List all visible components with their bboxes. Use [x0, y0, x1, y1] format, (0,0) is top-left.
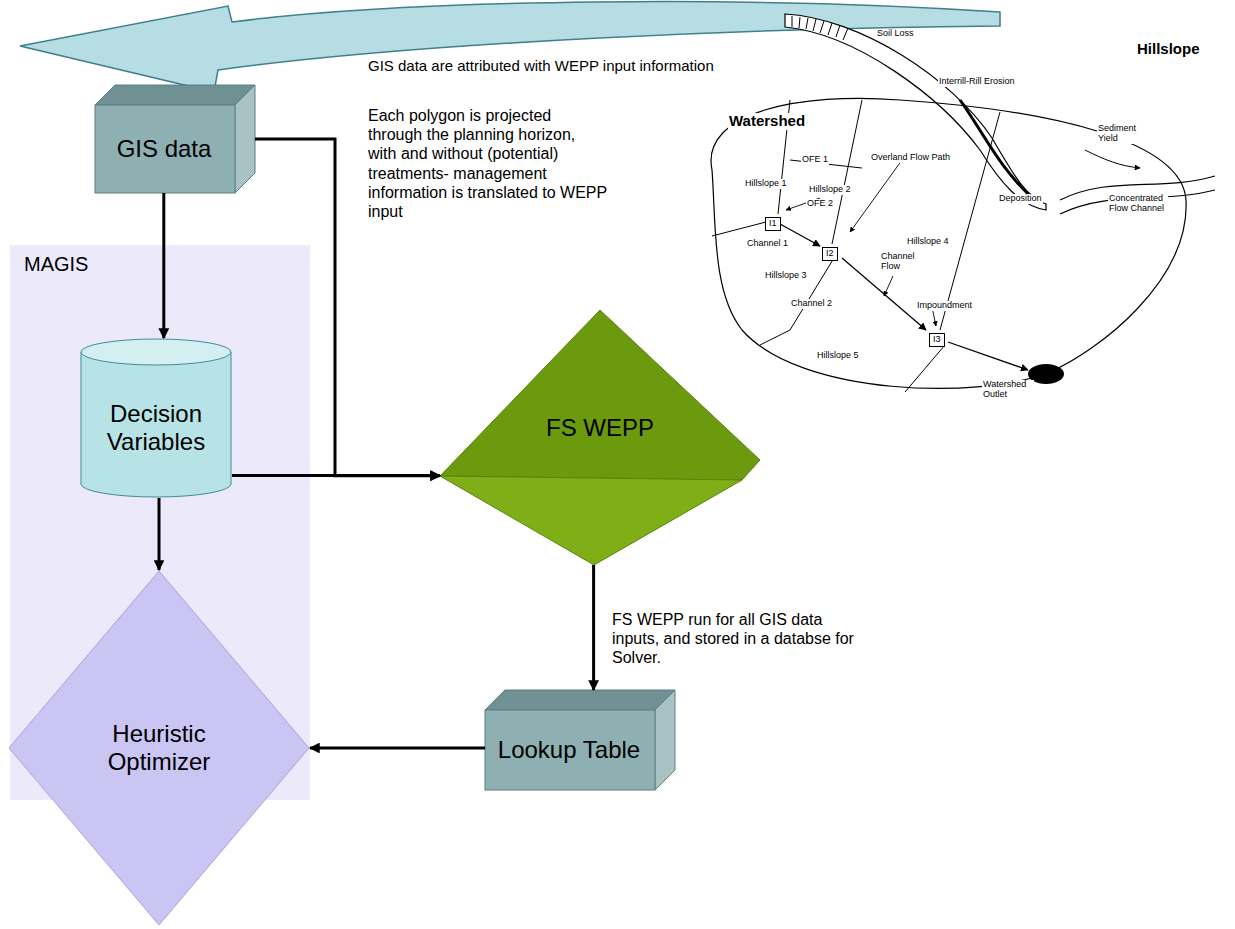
figure-label: Deposition: [998, 194, 1043, 204]
note-text: FS WEPP run for all GIS data inputs, and…: [612, 610, 857, 668]
flow-arrow: [592, 565, 595, 690]
label-holder: Interrill-Rill Erosion: [938, 70, 1058, 88]
label-holder: Soil Loss: [876, 22, 936, 40]
figure-title: Hillslope: [1136, 41, 1201, 58]
figure-label: Concentrated Flow Channel: [1108, 194, 1168, 214]
figure-label: OFE 1: [801, 155, 829, 165]
label-holder: Hillslope 4: [906, 230, 961, 248]
note-text: GIS data are attributed with WEPP input …: [368, 57, 838, 75]
figure-label: Watershed Outlet: [982, 380, 1034, 400]
label-holder: Concentrated Flow Channel: [1108, 194, 1168, 215]
watershed-outline: [711, 98, 1186, 388]
figure-label: Hillslope 4: [906, 237, 950, 247]
label-holder: FS WEPP run for all GIS data inputs, and…: [612, 610, 857, 668]
figure-label: Hillslope 1: [744, 179, 788, 189]
label-holder: Channel 1: [746, 232, 801, 250]
flow-arrow: [310, 747, 485, 750]
label-holder: Hillslope 1: [744, 172, 799, 190]
label-holder: Hillslope 5: [816, 344, 871, 362]
label-holder: Hillslope 2: [808, 178, 863, 196]
channels: [780, 224, 1028, 370]
junction-box: I1: [765, 217, 781, 231]
database-cylinder: Decision Variables: [80, 338, 232, 498]
flow-arrow: [255, 139, 440, 476]
sediment-arrow: [1085, 150, 1140, 168]
model-diamond: FS WEPP: [440, 310, 760, 565]
label-holder: OFE 1: [801, 148, 841, 166]
label-holder: Watershed: [728, 112, 818, 130]
note-text: Each polygon is projected through the pl…: [368, 106, 608, 221]
figure-label: Channel 1: [746, 239, 789, 249]
label-holder: Hillslope 3: [764, 264, 819, 282]
label-holder: Hillslope: [1136, 40, 1226, 58]
hillslope-profile: [785, 14, 1046, 210]
channel-bank: [1060, 190, 1215, 214]
data-box: GIS data: [95, 85, 255, 193]
node-label: FS WEPP: [546, 414, 654, 442]
figure-label: Channel 2: [790, 299, 833, 309]
label-holder: Deposition: [998, 187, 1058, 205]
figure-label: Hillslope 2: [808, 185, 852, 195]
junction-box: I3: [929, 333, 945, 347]
junction-box: I2: [822, 247, 838, 261]
label-holder: I1: [765, 212, 795, 231]
figure-label: Hillslope 3: [764, 271, 808, 281]
figure-label: Hillslope 5: [816, 351, 860, 361]
label-holder: Channel Flow: [880, 252, 914, 273]
flow-arrow: [162, 193, 165, 338]
label-holder: Overland Flow Path: [870, 146, 970, 164]
hillslope-boundaries: [712, 100, 1000, 392]
node-label: Lookup Table: [498, 736, 640, 764]
label-holder: Channel 2: [790, 292, 845, 310]
label-holder: GIS data are attributed with WEPP input …: [368, 57, 838, 75]
figure-label: Soil Loss: [876, 29, 915, 39]
label-holder: I3: [929, 328, 959, 347]
label-holder: Sediment Yield: [1097, 124, 1139, 145]
figure-label: Impoundment: [916, 301, 973, 311]
label-holder: Watershed Outlet: [982, 380, 1034, 401]
label-holder: I2: [822, 242, 852, 261]
deposition-band: [960, 100, 1035, 200]
label-holder: Impoundment: [916, 294, 986, 312]
node-label: MAGIS: [24, 253, 296, 276]
node-label: GIS data: [117, 135, 212, 163]
soil-hatching: [792, 16, 848, 40]
figure-label: Interrill-Rill Erosion: [938, 77, 1016, 87]
flow-arrow: [158, 498, 161, 570]
optimizer-diamond: Heuristic Optimizer: [8, 570, 310, 926]
figure-title: Watershed: [728, 113, 806, 130]
flow-arrow: [232, 474, 440, 477]
label-holder: Each polygon is projected through the pl…: [368, 106, 608, 221]
table-box: Lookup Table: [485, 690, 675, 790]
figure-label: Sediment Yield: [1097, 124, 1139, 144]
node-label: Decision Variables: [84, 400, 228, 455]
node-label: Heuristic Optimizer: [63, 720, 255, 775]
figure-label: Overland Flow Path: [870, 153, 951, 163]
figure-label: Channel Flow: [880, 252, 916, 272]
figure-label: OFE 2: [806, 199, 834, 209]
